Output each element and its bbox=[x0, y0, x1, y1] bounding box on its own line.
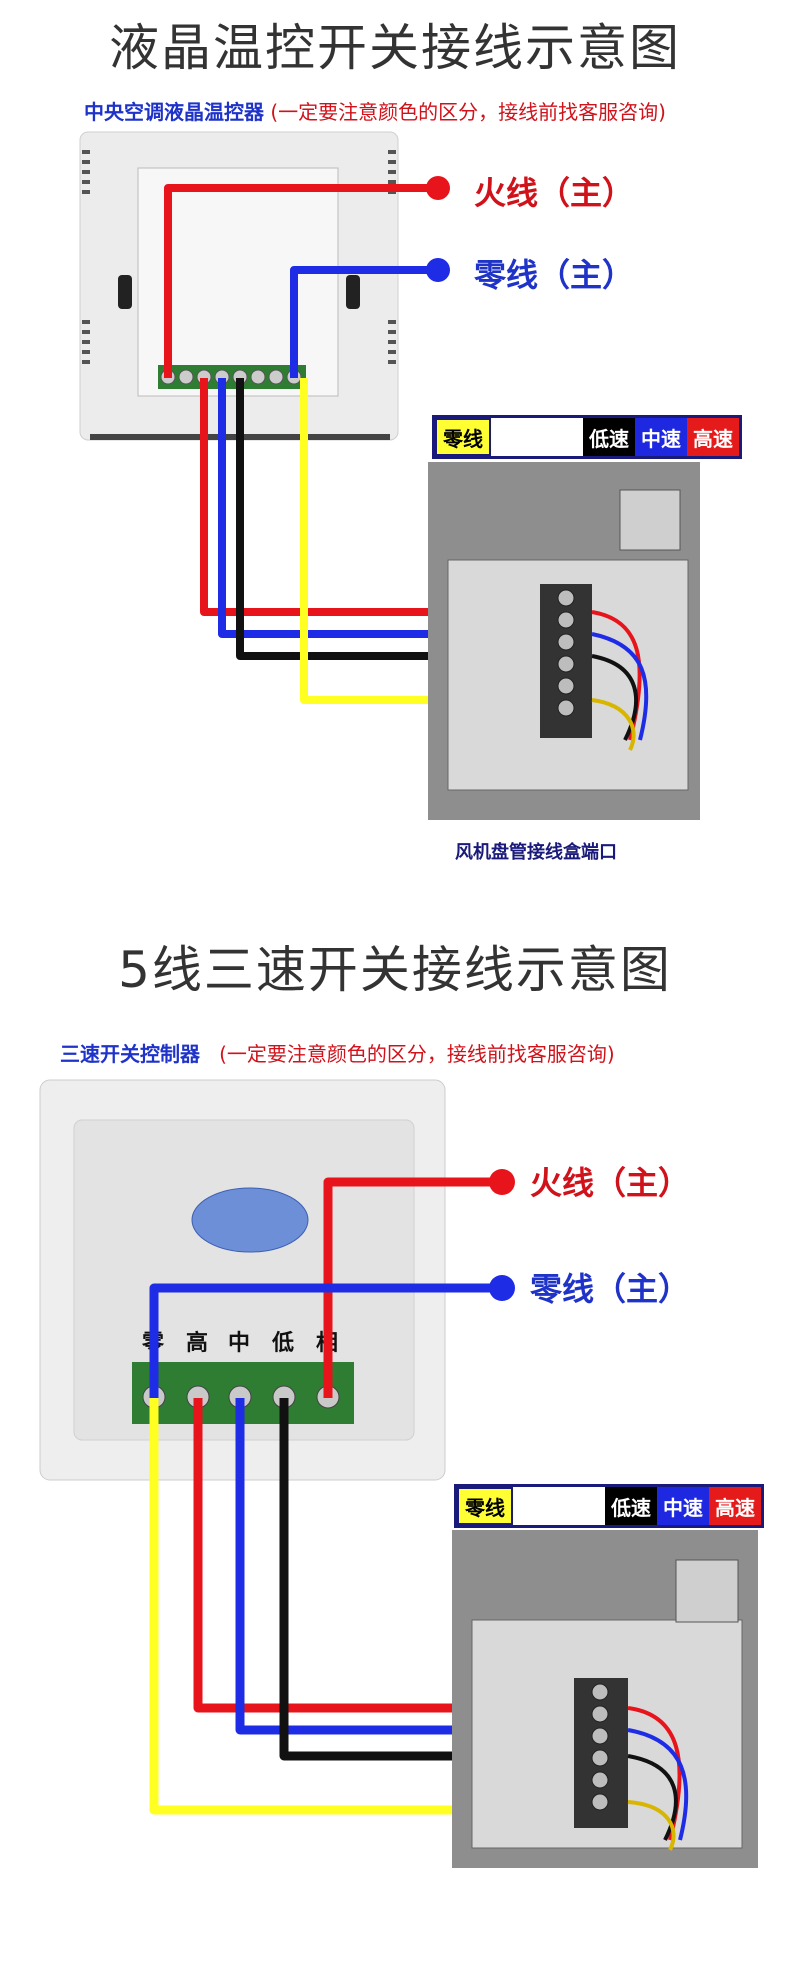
section1-live-end-dot bbox=[426, 176, 450, 200]
section2-wire-neutral bbox=[149, 1283, 500, 1398]
section2-label-live: 火线（主） bbox=[530, 1164, 691, 1202]
thermostat-vents-left bbox=[82, 150, 90, 364]
legend2-neutral: 零线 bbox=[457, 1487, 513, 1525]
legend2-low: 低速 bbox=[605, 1487, 657, 1525]
section1-color-legend: 零线 低速 中速 高速 bbox=[432, 415, 742, 459]
terminal-label-low: 低 bbox=[271, 1331, 294, 1356]
fan-coil-motor-wires bbox=[591, 610, 649, 751]
section1-wire-live bbox=[164, 184, 436, 378]
thermostat-mount-hole-right bbox=[346, 275, 360, 309]
section1-subtitle-device: 中央空调液晶温控器 bbox=[84, 100, 264, 124]
section2-title: 5线三速开关接线示意图 bbox=[118, 941, 672, 999]
lcd-thermostat-section: 液晶温控开关接线示意图 中央空调液晶温控器 (一定要注意颜色的区分，接线前找客服… bbox=[0, 0, 790, 890]
section1-neutral-end-dot bbox=[426, 258, 450, 282]
terminal-label-mid: 中 bbox=[228, 1331, 250, 1356]
section2-subtitle-device: 三速开关控制器 bbox=[60, 1042, 200, 1066]
section2-live-end-dot bbox=[489, 1169, 515, 1195]
legend-spacer bbox=[491, 418, 583, 456]
section2-color-legend: 零线 低速 中速 高速 bbox=[454, 1484, 764, 1528]
section1-label-neutral: 零线（主） bbox=[474, 256, 635, 294]
section1-subtitle-note: (一定要注意颜色的区分，接线前找客服咨询) bbox=[270, 100, 666, 124]
thermostat-mount-hole-left bbox=[118, 275, 132, 309]
section1-title: 液晶温控开关接线示意图 bbox=[109, 19, 681, 77]
section1-wiring-diagram bbox=[79, 131, 700, 820]
terminal-label-high: 高 bbox=[186, 1330, 208, 1356]
legend2-spacer bbox=[513, 1487, 605, 1525]
three-speed-switch-section: 5线三速开关接线示意图 三速开关控制器 (一定要注意颜色的区分，接线前找客服咨询… bbox=[0, 930, 790, 1984]
section2-neutral-end-dot bbox=[489, 1275, 515, 1301]
legend2-high: 高速 bbox=[709, 1487, 761, 1525]
section2-subtitle: 三速开关控制器 (一定要注意颜色的区分，接线前找客服咨询) bbox=[60, 1038, 615, 1067]
section2-wire-live bbox=[323, 1177, 500, 1398]
fan-coil-bracket-2 bbox=[675, 1559, 739, 1623]
legend-high: 高速 bbox=[687, 418, 739, 456]
section1-subtitle: 中央空调液晶温控器 (一定要注意颜色的区分，接线前找客服咨询) bbox=[84, 96, 666, 125]
legend-mid: 中速 bbox=[635, 418, 687, 456]
legend-low: 低速 bbox=[583, 418, 635, 456]
switch-brand-badge bbox=[191, 1187, 309, 1253]
fan-coil-motor-wires-2 bbox=[627, 1706, 689, 1851]
section2-label-neutral: 零线（主） bbox=[530, 1270, 691, 1308]
section1-wire-neutral bbox=[290, 266, 436, 378]
section1-label-live: 火线（主） bbox=[474, 174, 635, 212]
legend-neutral: 零线 bbox=[435, 418, 491, 456]
fan-coil-terminal-screws bbox=[557, 589, 575, 717]
fan-coil-bracket bbox=[619, 489, 681, 551]
section1-caption: 风机盘管接线盒端口 bbox=[455, 842, 617, 863]
section2-wire-fan-neutral bbox=[149, 1398, 584, 1815]
section2-wiring-diagram: 零 高 中 低 相 bbox=[39, 1079, 758, 1868]
fan-coil-terminal-screws-2 bbox=[591, 1683, 609, 1811]
section2-subtitle-note: (一定要注意颜色的区分，接线前找客服咨询) bbox=[219, 1042, 615, 1066]
legend2-mid: 中速 bbox=[657, 1487, 709, 1525]
